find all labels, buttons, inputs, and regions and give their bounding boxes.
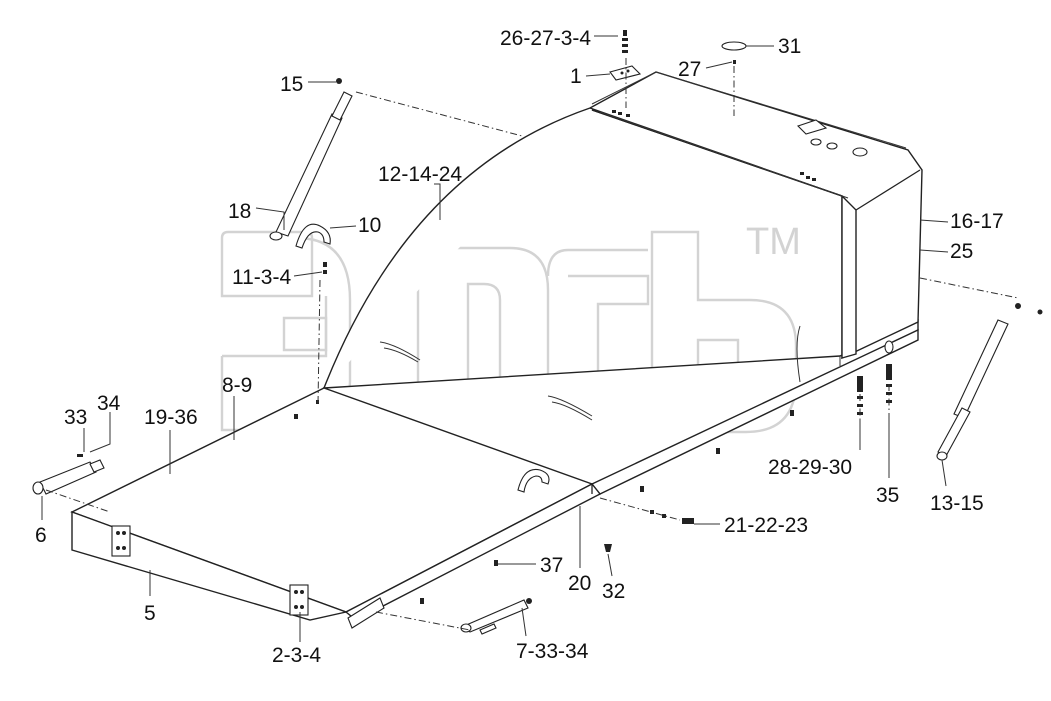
label-15: 15 xyxy=(280,73,303,96)
label-10: 10 xyxy=(358,214,381,237)
leader-lines xyxy=(41,35,949,642)
label-11-3-4: 11-3-4 xyxy=(232,266,291,289)
label-2-3-4: 2-3-4 xyxy=(272,644,321,667)
upper-cover xyxy=(323,71,923,421)
gas-strut-6 xyxy=(32,459,105,495)
label-12-14-24: 12-14-24 xyxy=(378,163,462,186)
watermark-tm: TM xyxy=(746,221,801,263)
lower-lid xyxy=(70,387,602,629)
label-21-22-23: 21-22-23 xyxy=(724,514,808,537)
label-31: 31 xyxy=(778,35,801,58)
label-6: 6 xyxy=(35,524,47,547)
screw-stack-top xyxy=(622,30,736,64)
label-26-27-3-4: 26-27-3-4 xyxy=(500,27,591,50)
label-13-15: 13-15 xyxy=(930,492,984,515)
label-19-36: 19-36 xyxy=(144,406,198,429)
label-28-29-30: 28-29-30 xyxy=(768,456,852,479)
label-5: 5 xyxy=(144,602,156,625)
washer-31 xyxy=(721,41,747,51)
label-37: 37 xyxy=(540,554,563,577)
gas-strut-13 xyxy=(936,303,1043,461)
label-16-17: 16-17 xyxy=(950,210,1004,233)
label-1: 1 xyxy=(570,65,582,88)
part-labels: 26-27-3-4 1 31 27 15 12-14-24 18 10 11-3… xyxy=(35,27,1004,667)
label-33: 33 xyxy=(64,406,87,429)
hinge-front-right xyxy=(289,584,309,616)
label-18: 18 xyxy=(228,200,251,223)
top-hinge-1 xyxy=(609,65,642,81)
label-20: 20 xyxy=(568,572,591,595)
label-8-9: 8-9 xyxy=(222,374,252,397)
gas-strut-18 xyxy=(269,78,353,241)
label-35: 35 xyxy=(876,484,899,507)
label-34: 34 xyxy=(97,392,121,415)
gas-strut-7 xyxy=(460,598,532,635)
hinge-front-left xyxy=(111,525,131,557)
label-25: 25 xyxy=(950,240,973,263)
handle-10 xyxy=(295,223,331,249)
guide-lines xyxy=(45,58,1019,631)
label-7-33-34: 7-33-34 xyxy=(516,640,589,663)
label-32: 32 xyxy=(602,580,625,603)
label-27: 27 xyxy=(678,58,701,81)
